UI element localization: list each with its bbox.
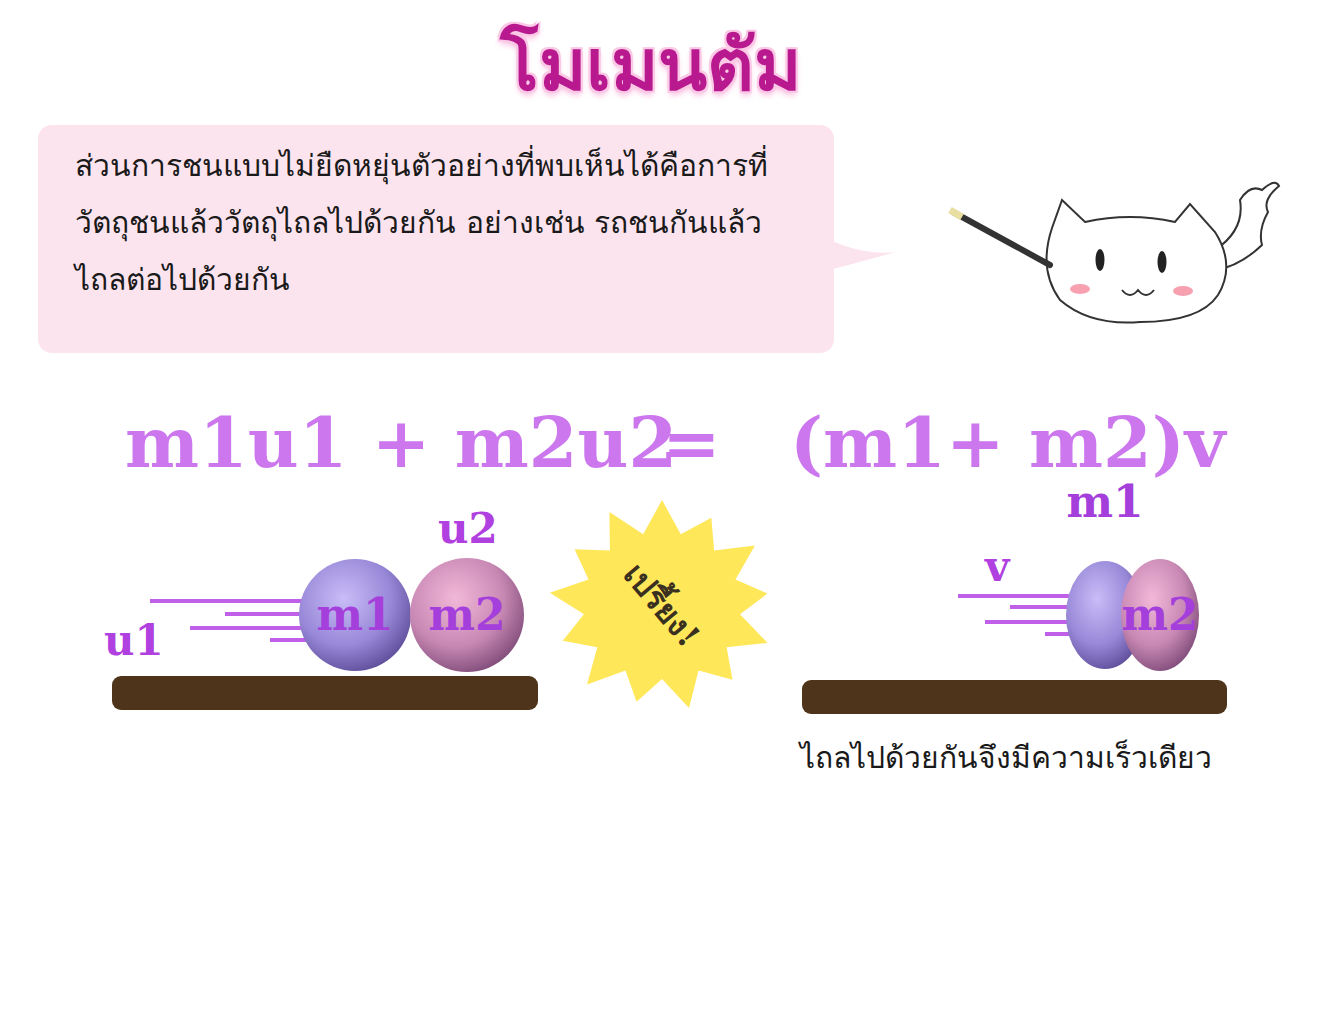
ground-bar [112,676,538,710]
bubble-text: ส่วนการชนแบบไม่ยืดหยุ่นตัวอย่างที่พบเห็น… [75,137,797,308]
impact-burst: เปรี้ยง! [547,498,777,713]
speed-lines [150,601,310,640]
equals-sign: = [662,408,721,478]
velocity-label: v [985,546,1009,588]
mass-label: m1 [1066,480,1143,524]
mass-label: m2 [1121,593,1198,637]
ball-fill [299,559,411,671]
ball-fill [1121,559,1199,671]
velocity-label: u2 [438,508,498,550]
caption: ไถลไปด้วยกันจึงมีความเร็วเดียว [800,738,1212,777]
mass-label: m2 [428,593,505,637]
speech-bubble: ส่วนการชนแบบไม่ยืดหยุ่นตัวอย่างที่พบเห็น… [38,125,834,353]
velocity-label: u1 [104,620,164,662]
mass-ball: m2 [409,557,525,673]
mass-ball: m1 [298,558,412,672]
title: โมเมนตัม [0,22,1300,108]
mass-ellipse: m2 [1120,558,1200,672]
equation-right: (m1+ m2)v [790,408,1225,478]
burst-fill [550,500,768,708]
mass-label: m1 [316,593,393,637]
equation-left: m1u1 + m2u2 [125,408,677,478]
speed-lines [958,596,1075,634]
ground-bar [802,680,1227,714]
ball-fill [410,558,524,672]
cat-teacher [950,183,1279,323]
